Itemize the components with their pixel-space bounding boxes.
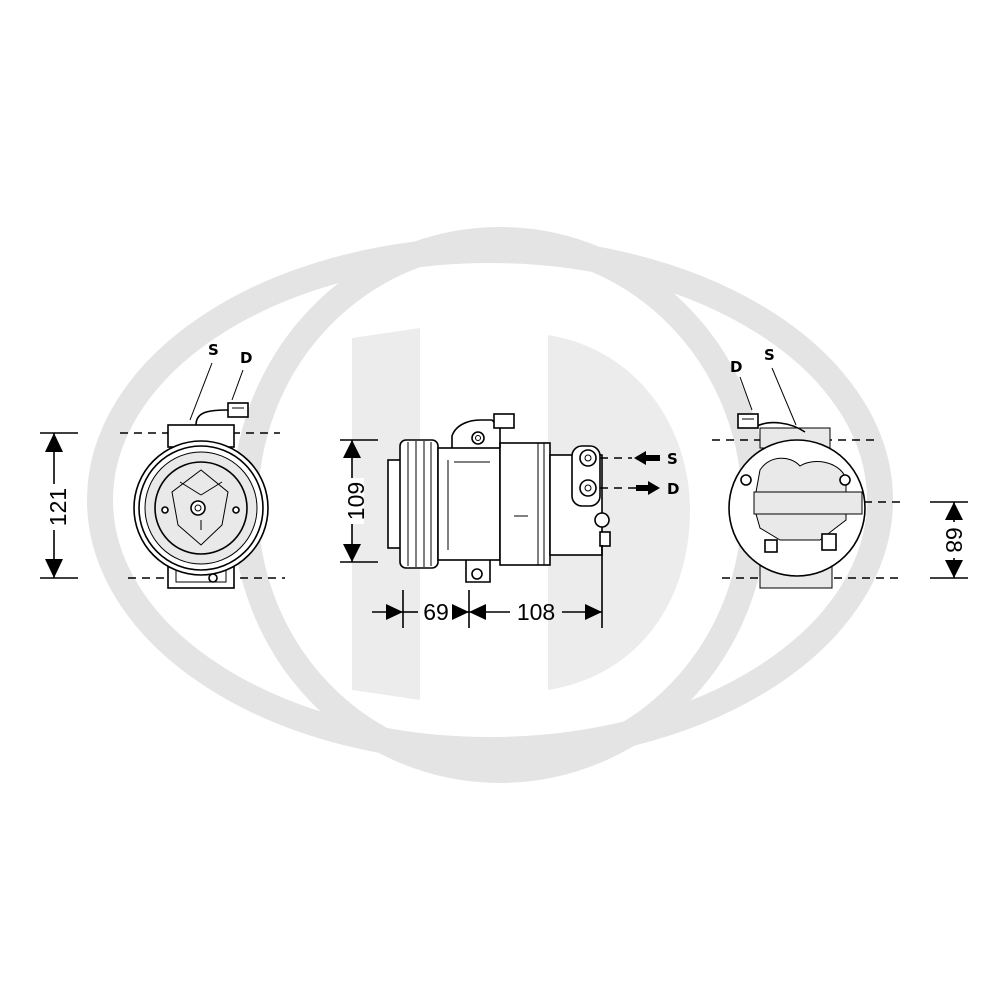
discharge-port-label: D <box>730 358 742 376</box>
discharge-port-label: D <box>667 480 679 498</box>
suction-port-label: S <box>208 341 219 359</box>
dimension-height-side: 109 <box>343 482 369 520</box>
dimension-rear-offset: 68 <box>941 527 967 553</box>
dimension-body-length: 108 <box>517 599 555 625</box>
dimension-pulley-offset: 69 <box>423 599 449 625</box>
front-view: S D 121 <box>40 341 285 589</box>
suction-port-label: S <box>764 346 775 364</box>
discharge-port-label: D <box>240 349 252 367</box>
suction-port-label: S <box>667 450 678 468</box>
rear-view: D S 68 <box>712 346 968 589</box>
dimension-height-front: 121 <box>45 488 71 526</box>
side-view: S D 109 69 108 <box>340 413 679 628</box>
